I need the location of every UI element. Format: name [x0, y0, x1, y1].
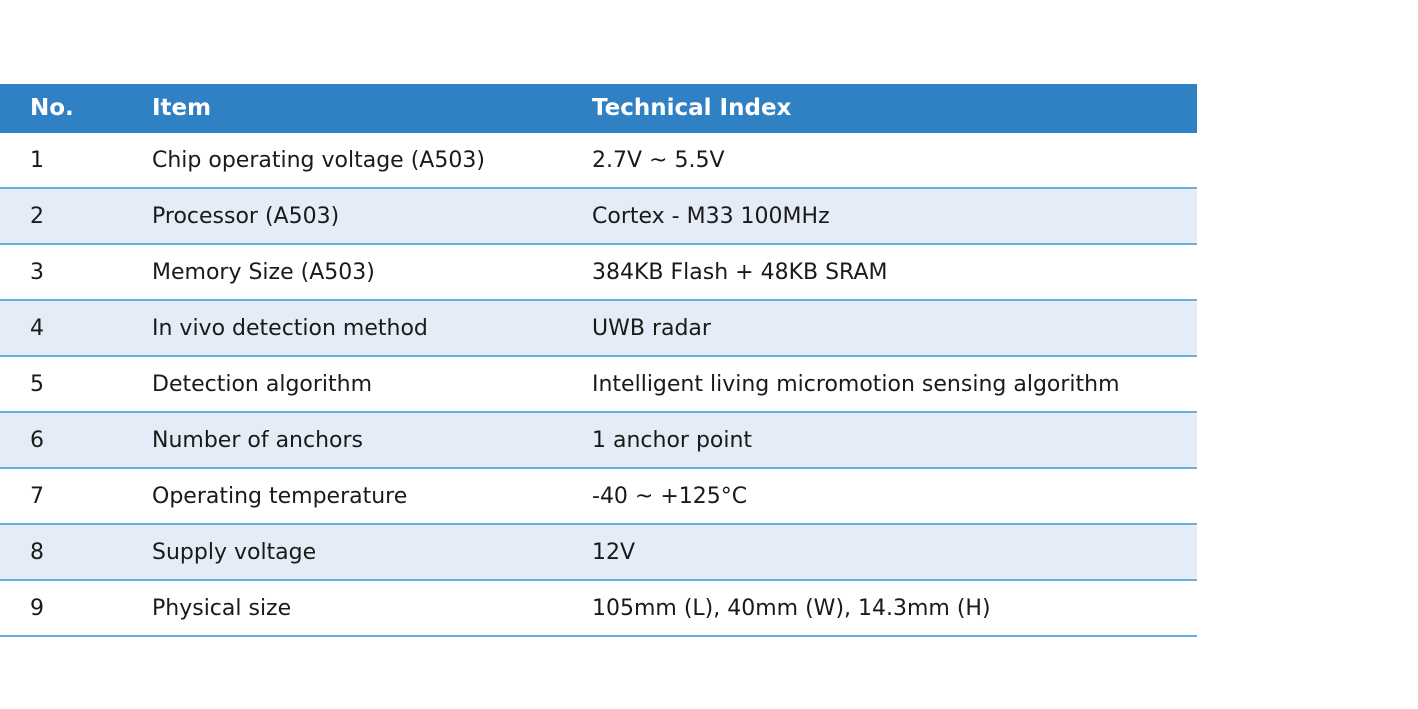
cell-no: 6 [0, 412, 152, 469]
specification-table-container: No. Item Technical Index 1 Chip operatin… [0, 84, 1197, 637]
cell-item: Supply voltage [152, 524, 592, 581]
cell-item: Processor (A503) [152, 188, 592, 245]
cell-technical-index: 105mm (L), 40mm (W), 14.3mm (H) [592, 580, 1197, 637]
cell-no: 1 [0, 133, 152, 189]
cell-no: 8 [0, 524, 152, 581]
cell-item: Chip operating voltage (A503) [152, 133, 592, 189]
table-body: 1 Chip operating voltage (A503) 2.7V ~ 5… [0, 133, 1197, 637]
cell-no: 7 [0, 468, 152, 525]
cell-technical-index: 384KB Flash + 48KB SRAM [592, 244, 1197, 301]
cell-technical-index: UWB radar [592, 300, 1197, 357]
cell-no: 2 [0, 188, 152, 245]
table-header: No. Item Technical Index [0, 84, 1197, 133]
cell-item: Number of anchors [152, 412, 592, 469]
table-row: 3 Memory Size (A503) 384KB Flash + 48KB … [0, 244, 1197, 301]
cell-item: In vivo detection method [152, 300, 592, 357]
cell-technical-index: 12V [592, 524, 1197, 581]
table-row: 8 Supply voltage 12V [0, 524, 1197, 581]
cell-no: 4 [0, 300, 152, 357]
cell-item: Operating temperature [152, 468, 592, 525]
cell-no: 9 [0, 580, 152, 637]
table-row: 7 Operating temperature -40 ~ +125°C [0, 468, 1197, 525]
cell-item: Detection algorithm [152, 356, 592, 413]
cell-item: Physical size [152, 580, 592, 637]
cell-technical-index: 2.7V ~ 5.5V [592, 133, 1197, 189]
cell-technical-index: Cortex - M33 100MHz [592, 188, 1197, 245]
column-header-technical-index: Technical Index [592, 95, 792, 121]
column-header-no: No. [30, 95, 74, 121]
cell-no: 3 [0, 244, 152, 301]
cell-technical-index: 1 anchor point [592, 412, 1197, 469]
column-header-item: Item [152, 95, 212, 121]
table-row: 4 In vivo detection method UWB radar [0, 300, 1197, 357]
table-row: 9 Physical size 105mm (L), 40mm (W), 14.… [0, 580, 1197, 637]
cell-item: Memory Size (A503) [152, 244, 592, 301]
cell-technical-index: -40 ~ +125°C [592, 468, 1197, 525]
cell-no: 5 [0, 356, 152, 413]
table-row: 5 Detection algorithm Intelligent living… [0, 356, 1197, 413]
specification-table: No. Item Technical Index 1 Chip operatin… [0, 84, 1197, 637]
table-header-row: No. Item Technical Index [0, 84, 1197, 133]
cell-technical-index: Intelligent living micromotion sensing a… [592, 356, 1197, 413]
table-row: 6 Number of anchors 1 anchor point [0, 412, 1197, 469]
table-row: 2 Processor (A503) Cortex - M33 100MHz [0, 188, 1197, 245]
table-row: 1 Chip operating voltage (A503) 2.7V ~ 5… [0, 133, 1197, 189]
